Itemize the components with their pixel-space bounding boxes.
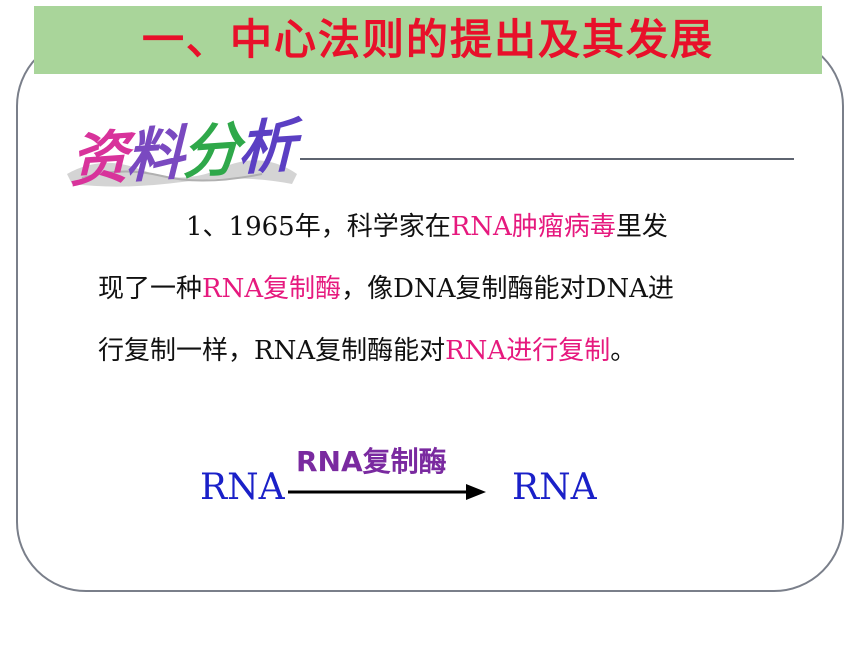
section-label-text: 资料分析 xyxy=(70,98,294,198)
diagram-rna-source: RNA xyxy=(200,467,285,508)
section-label-wordart: 资料分析 xyxy=(62,106,322,195)
text-run: 里发 xyxy=(615,212,668,242)
text-run: 现了一种 xyxy=(98,274,203,304)
material-paragraph: 1、1965年，科学家在RNA肿瘤病毒里发 现了一种RNA复制酶，像DNA复制酶… xyxy=(98,196,778,382)
text-run: 。 xyxy=(610,336,637,366)
highlight-run: RNA进行复制 xyxy=(445,336,611,366)
section-char-4: 析 xyxy=(238,111,295,184)
section-divider xyxy=(300,158,794,160)
paragraph-line-3: 行复制一样，RNA复制酶能对RNA进行复制。 xyxy=(98,320,778,382)
section-char-1: 资 xyxy=(70,122,127,195)
section-char-2: 料 xyxy=(126,119,183,191)
diagram-enzyme-label: RNA复制酶 xyxy=(296,445,447,478)
section-char-3: 分 xyxy=(182,115,239,187)
wordart-shadow-icon xyxy=(67,160,297,187)
right-arrow-icon xyxy=(288,484,486,500)
highlight-run: RNA肿瘤病毒 xyxy=(450,212,616,242)
paragraph-line-2: 现了一种RNA复制酶，像DNA复制酶能对DNA进 xyxy=(98,258,778,320)
title-bar: 一、中心法则的提出及其发展 xyxy=(34,6,822,74)
highlight-run: RNA复制酶 xyxy=(202,274,342,304)
text-run: 行复制一样，RNA复制酶能对 xyxy=(98,336,446,366)
text-run: ，像DNA复制酶能对DNA进 xyxy=(341,274,674,304)
text-run: 1、1965年，科学家在 xyxy=(186,212,451,242)
paragraph-line-1: 1、1965年，科学家在RNA肿瘤病毒里发 xyxy=(98,196,778,258)
diagram-rna-product: RNA xyxy=(512,467,597,508)
slide-title: 一、中心法则的提出及其发展 xyxy=(141,15,714,64)
